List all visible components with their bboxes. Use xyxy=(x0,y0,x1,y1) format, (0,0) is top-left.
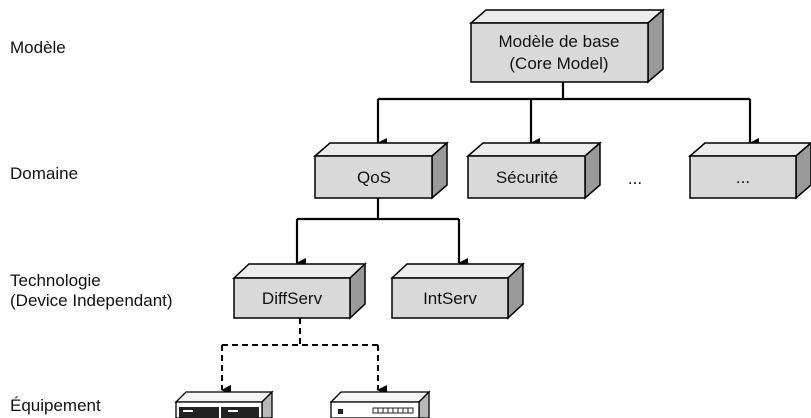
node-ellipsis-plain: ... xyxy=(628,169,642,188)
connector-core-to-domains xyxy=(376,82,759,148)
connector-qos-to-technologies xyxy=(295,198,468,268)
node-diffserv-label: DiffServ xyxy=(262,289,323,308)
node-intserv: IntServ xyxy=(390,262,525,320)
level-label-technology-line2: (Device Independant) xyxy=(10,291,173,310)
node-qos: QoS xyxy=(312,141,450,200)
node-intserv-label: IntServ xyxy=(423,289,477,308)
node-ellipsis-box: ... xyxy=(687,142,811,200)
node-core-label-line1: Modèle de base xyxy=(499,32,620,51)
level-label-model: Modèle xyxy=(10,38,66,57)
node-ellipsis-box-label: ... xyxy=(736,168,750,187)
node-security-label: Sécurité xyxy=(496,168,558,187)
level-label-equipment: Équipement xyxy=(10,396,101,415)
node-diffserv: DiffServ xyxy=(232,262,367,320)
node-security: Sécurité xyxy=(465,141,603,200)
level-label-domain: Domaine xyxy=(10,164,79,183)
node-core-label-line2: (Core Model) xyxy=(509,54,608,73)
network-device-icon xyxy=(174,390,274,418)
node-core-model: Modèle de base (Core Model) xyxy=(468,8,666,84)
level-label-technology-line1: Technologie xyxy=(10,271,101,290)
connector-diffserv-to-equipment xyxy=(221,318,387,395)
network-device-icon xyxy=(329,390,431,418)
node-qos-label: QoS xyxy=(357,168,391,187)
level-label-technology: Technologie (Device Independant) xyxy=(10,271,173,311)
